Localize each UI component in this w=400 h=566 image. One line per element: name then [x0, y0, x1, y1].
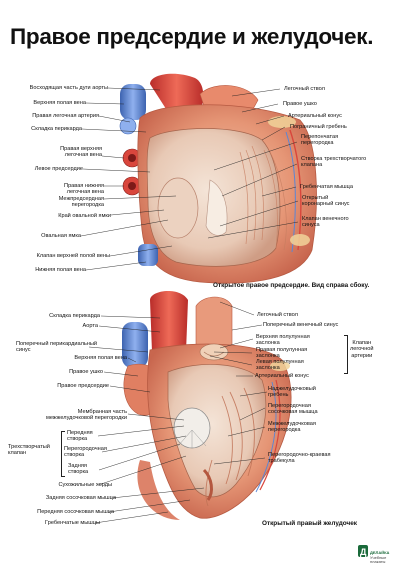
label-superior-vena-cava: Верхняя полая вена: [33, 100, 86, 106]
label-transverse-coronary-sinus: Поперечный венечный синус: [263, 322, 339, 328]
top-caption: Открытое правое предсердие. Вид справа с…: [213, 282, 370, 289]
label-opened-coronary-sinus: Открытый коронарный синус: [302, 195, 350, 208]
label-right-superior-pulmonary-vein: Правая верхняя легочная вена: [60, 146, 102, 159]
bottom-caption: Открытый правый желудочек: [262, 520, 357, 527]
svg-text:Д: Д: [360, 547, 367, 557]
label-limbus-fossa-ovalis: Край овальной ямки: [58, 213, 111, 219]
label-ascending-aorta: Восходящая часть дуги аорты: [29, 85, 108, 91]
label-pulmonary-valve-group: Клапан легочной артерии: [350, 340, 374, 359]
top-leader-lines: [80, 87, 299, 271]
label-interventricular-septum: Межжелудочковая перегородка: [268, 421, 316, 434]
label-right-atrium: Правое предсердие: [57, 383, 109, 389]
label-chordae-tendineae: Сухожильные хорды: [58, 482, 112, 488]
label-pectinate-muscles: Гребенчатые мышцы: [45, 520, 100, 526]
label-right-auricle-2: Правое ушко: [69, 369, 103, 375]
bottom-heart-drawing: [122, 290, 292, 520]
label-pericardial-fold: Складка перикарда: [31, 126, 82, 132]
label-left-atrium: Левое предсердие: [34, 166, 83, 172]
label-posterior-papillary: Задняя сосочковая мышца: [45, 495, 116, 501]
label-fossa-ovalis: Овальная ямка: [41, 233, 81, 239]
label-interatrial-septum: Межпредсердная перегородка: [58, 196, 104, 209]
label-right-semilunar: Правая полулунная заслонка: [256, 347, 308, 360]
svc-shape: [120, 84, 146, 120]
label-tricuspid-valve: Трехстворчатый клапан: [8, 444, 50, 457]
label-septal-cusp: Перегородочная створка: [64, 446, 107, 459]
label-pectinate-muscle: Гребенчатая мышца: [300, 184, 353, 190]
label-crista-terminalis: Пограничный гребень: [290, 124, 347, 130]
publisher-logo: Д: [358, 545, 368, 557]
label-left-semilunar: Левая полулунная заслонка: [256, 359, 304, 372]
tricuspid-brace: [61, 431, 65, 477]
label-tricuspid-cusp: Створка трехстворчатого клапана: [301, 156, 367, 169]
label-superior-semilunar: Верхняя полулунная заслонка: [256, 334, 310, 347]
label-posterior-cusp: Задняя створка: [68, 463, 89, 476]
aorta-arch-shape: [150, 73, 204, 112]
label-supraventricular-crest: Наджелудочковый гребень: [268, 386, 316, 399]
bottom-leader-lines: [88, 301, 268, 524]
label-conus-arteriosus-2: Артериальный конус: [255, 373, 309, 379]
label-superior-vena-cava-2: Верхняя полая вена: [74, 355, 127, 361]
label-transverse-pericardial-sinus: Поперечный перикардиальный синус: [16, 341, 97, 354]
label-aorta: Аорта: [82, 323, 98, 329]
label-coronary-sinus-valve: Клапан венечного синуса: [302, 216, 349, 229]
label-pericardial-fold-2: Складка перикарда: [49, 313, 100, 319]
label-pulmonary-trunk-2: Легочный ствол: [257, 312, 298, 318]
label-right-auricle: Правое ушко: [283, 101, 317, 107]
label-septomarginal-trabecula: Перегородочно-краевая трабекула: [268, 452, 331, 465]
label-septal-papillary: Перегородочная сосочковая мышца: [268, 403, 318, 416]
label-membranous-septum: Перепончатая перегородка: [301, 134, 339, 147]
label-right-inferior-pulmonary-vein: Правая нижняя легочная вена: [64, 183, 104, 196]
label-pulmonary-trunk: Легочный ствол: [284, 86, 325, 92]
page-title: Правое предсердие и желудочек.: [10, 24, 374, 49]
label-valve-of-ivc: Клапан верхней полой вены: [36, 253, 110, 259]
label-conus-arteriosus: Артериальный конус: [288, 113, 342, 119]
label-anterior-cusp: Передняя створка: [67, 430, 93, 443]
label-right-pulmonary-artery: Правая легочная артерия: [32, 113, 99, 119]
label-membranous-ivs: Мембранная часть межжелудочковой перегор…: [46, 409, 127, 422]
label-anterior-papillary: Передняя сосочковая мышца: [37, 509, 114, 515]
pulmonary-valve-brace: [344, 335, 348, 374]
publisher-name: ДЕЛАЙКА Учебные плакаты: [370, 550, 390, 564]
label-inferior-vena-cava: Нижняя полая вена: [35, 267, 86, 273]
